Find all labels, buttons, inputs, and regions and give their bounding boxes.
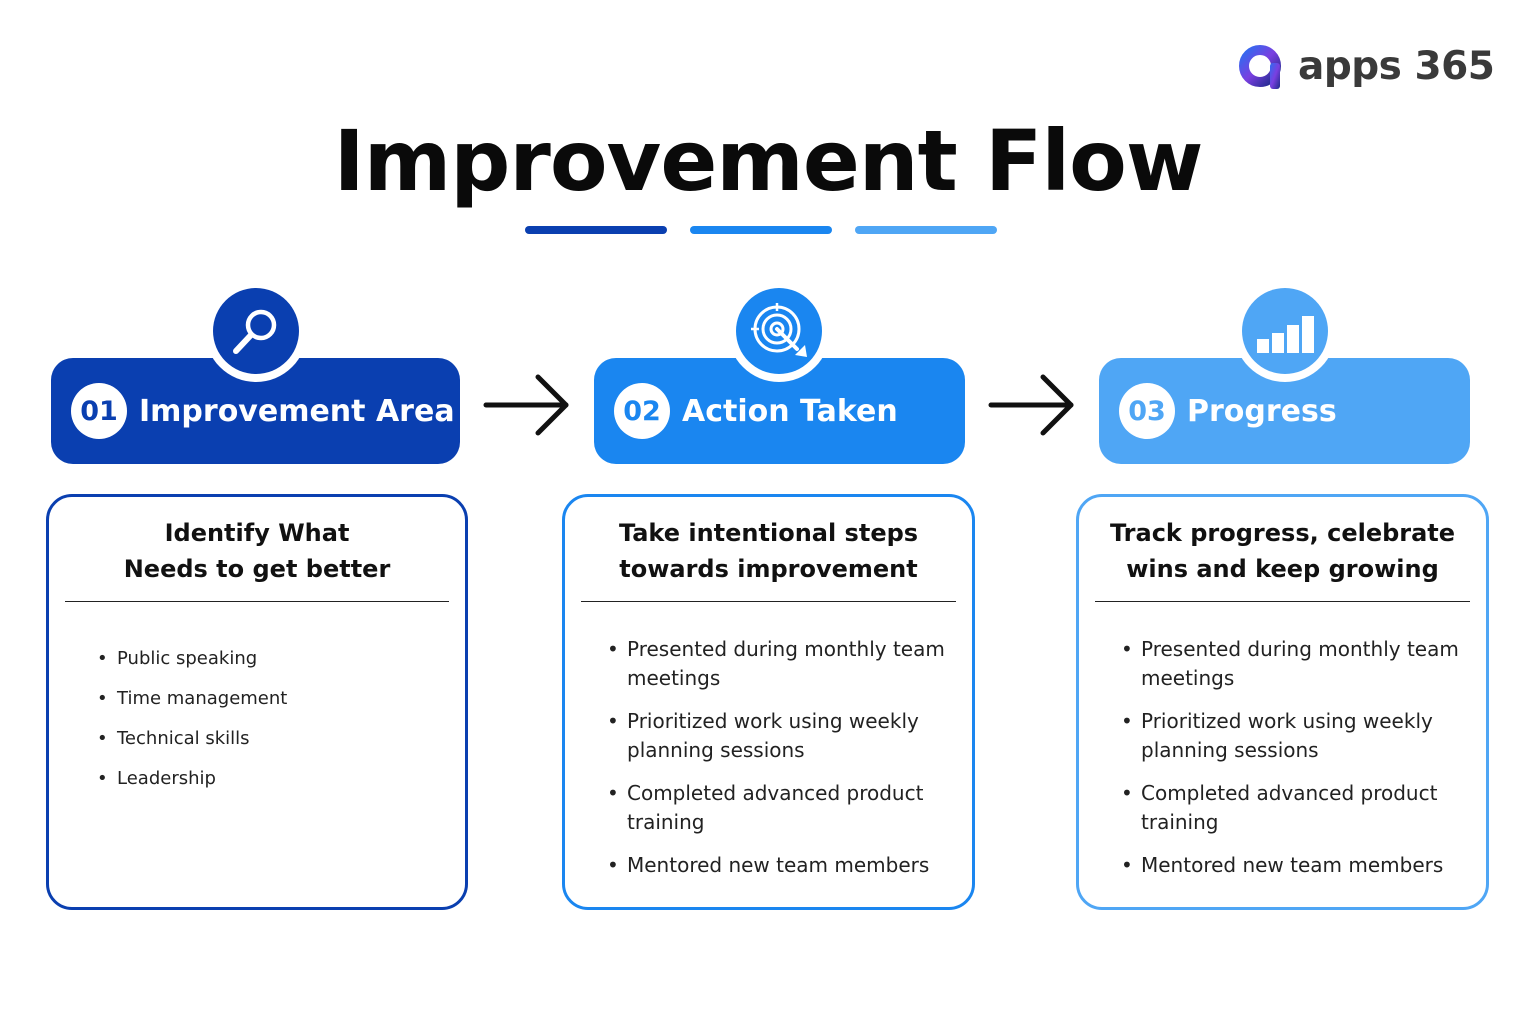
magnifier-icon: [233, 309, 277, 354]
step-2-heading: Take intentional steps towards improveme…: [618, 519, 919, 583]
step-1-card: Identify What Needs to get better Public…: [46, 494, 468, 910]
step-2-list: Presented during monthly team meetings P…: [607, 635, 945, 894]
step-1-icon-badge: [205, 280, 307, 382]
target-icon: [751, 303, 807, 357]
step-3-heading: Track progress, celebrate wins and keep …: [1109, 519, 1456, 583]
logo-text: apps 365: [1298, 43, 1495, 89]
list-item: Public speaking: [97, 647, 287, 671]
step-2-title: Action Taken: [682, 393, 898, 429]
list-item: Mentored new team members: [607, 851, 945, 880]
step-2-icon-badge: [728, 280, 830, 382]
list-item: Presented during monthly team meetings: [1121, 635, 1459, 693]
step-1-heading: Identify What Needs to get better: [123, 519, 391, 583]
list-item: Mentored new team members: [1121, 851, 1459, 880]
step-3-icon-badge: [1234, 280, 1336, 382]
step-2-number: 02: [614, 383, 670, 439]
step-2-divider: [581, 601, 956, 602]
bar-chart-icon: [1257, 316, 1314, 353]
step-1-divider: [65, 601, 449, 602]
list-item: Time management: [97, 687, 287, 711]
step-3-number: 03: [1119, 383, 1175, 439]
arrow-right-icon: [988, 374, 1074, 436]
list-item: Completed advanced product training: [607, 779, 945, 837]
title-underline-2: [690, 226, 832, 234]
step-3-list: Presented during monthly team meetings P…: [1121, 635, 1459, 894]
page-title: Improvement Flow: [333, 112, 1204, 210]
apps365-logo-icon: [1239, 45, 1281, 89]
step-1-title: Improvement Area: [139, 393, 455, 429]
step-3-card: Track progress, celebrate wins and keep …: [1076, 494, 1489, 910]
step-2-card: Take intentional steps towards improveme…: [562, 494, 975, 910]
step-3-title: Progress: [1187, 393, 1337, 429]
step-3-divider: [1095, 601, 1470, 602]
step-1-number: 01: [71, 383, 127, 439]
title-underline-1: [525, 226, 667, 234]
arrow-right-icon: [483, 374, 569, 436]
title-underline-3: [855, 226, 997, 234]
list-item: Prioritized work using weekly planning s…: [1121, 707, 1459, 765]
list-item: Prioritized work using weekly planning s…: [607, 707, 945, 765]
list-item: Presented during monthly team meetings: [607, 635, 945, 693]
brand-logo: apps 365: [1236, 40, 1495, 92]
list-item: Technical skills: [97, 727, 287, 751]
list-item: Completed advanced product training: [1121, 779, 1459, 837]
step-1-list: Public speaking Time management Technica…: [97, 647, 287, 807]
list-item: Leadership: [97, 767, 287, 791]
